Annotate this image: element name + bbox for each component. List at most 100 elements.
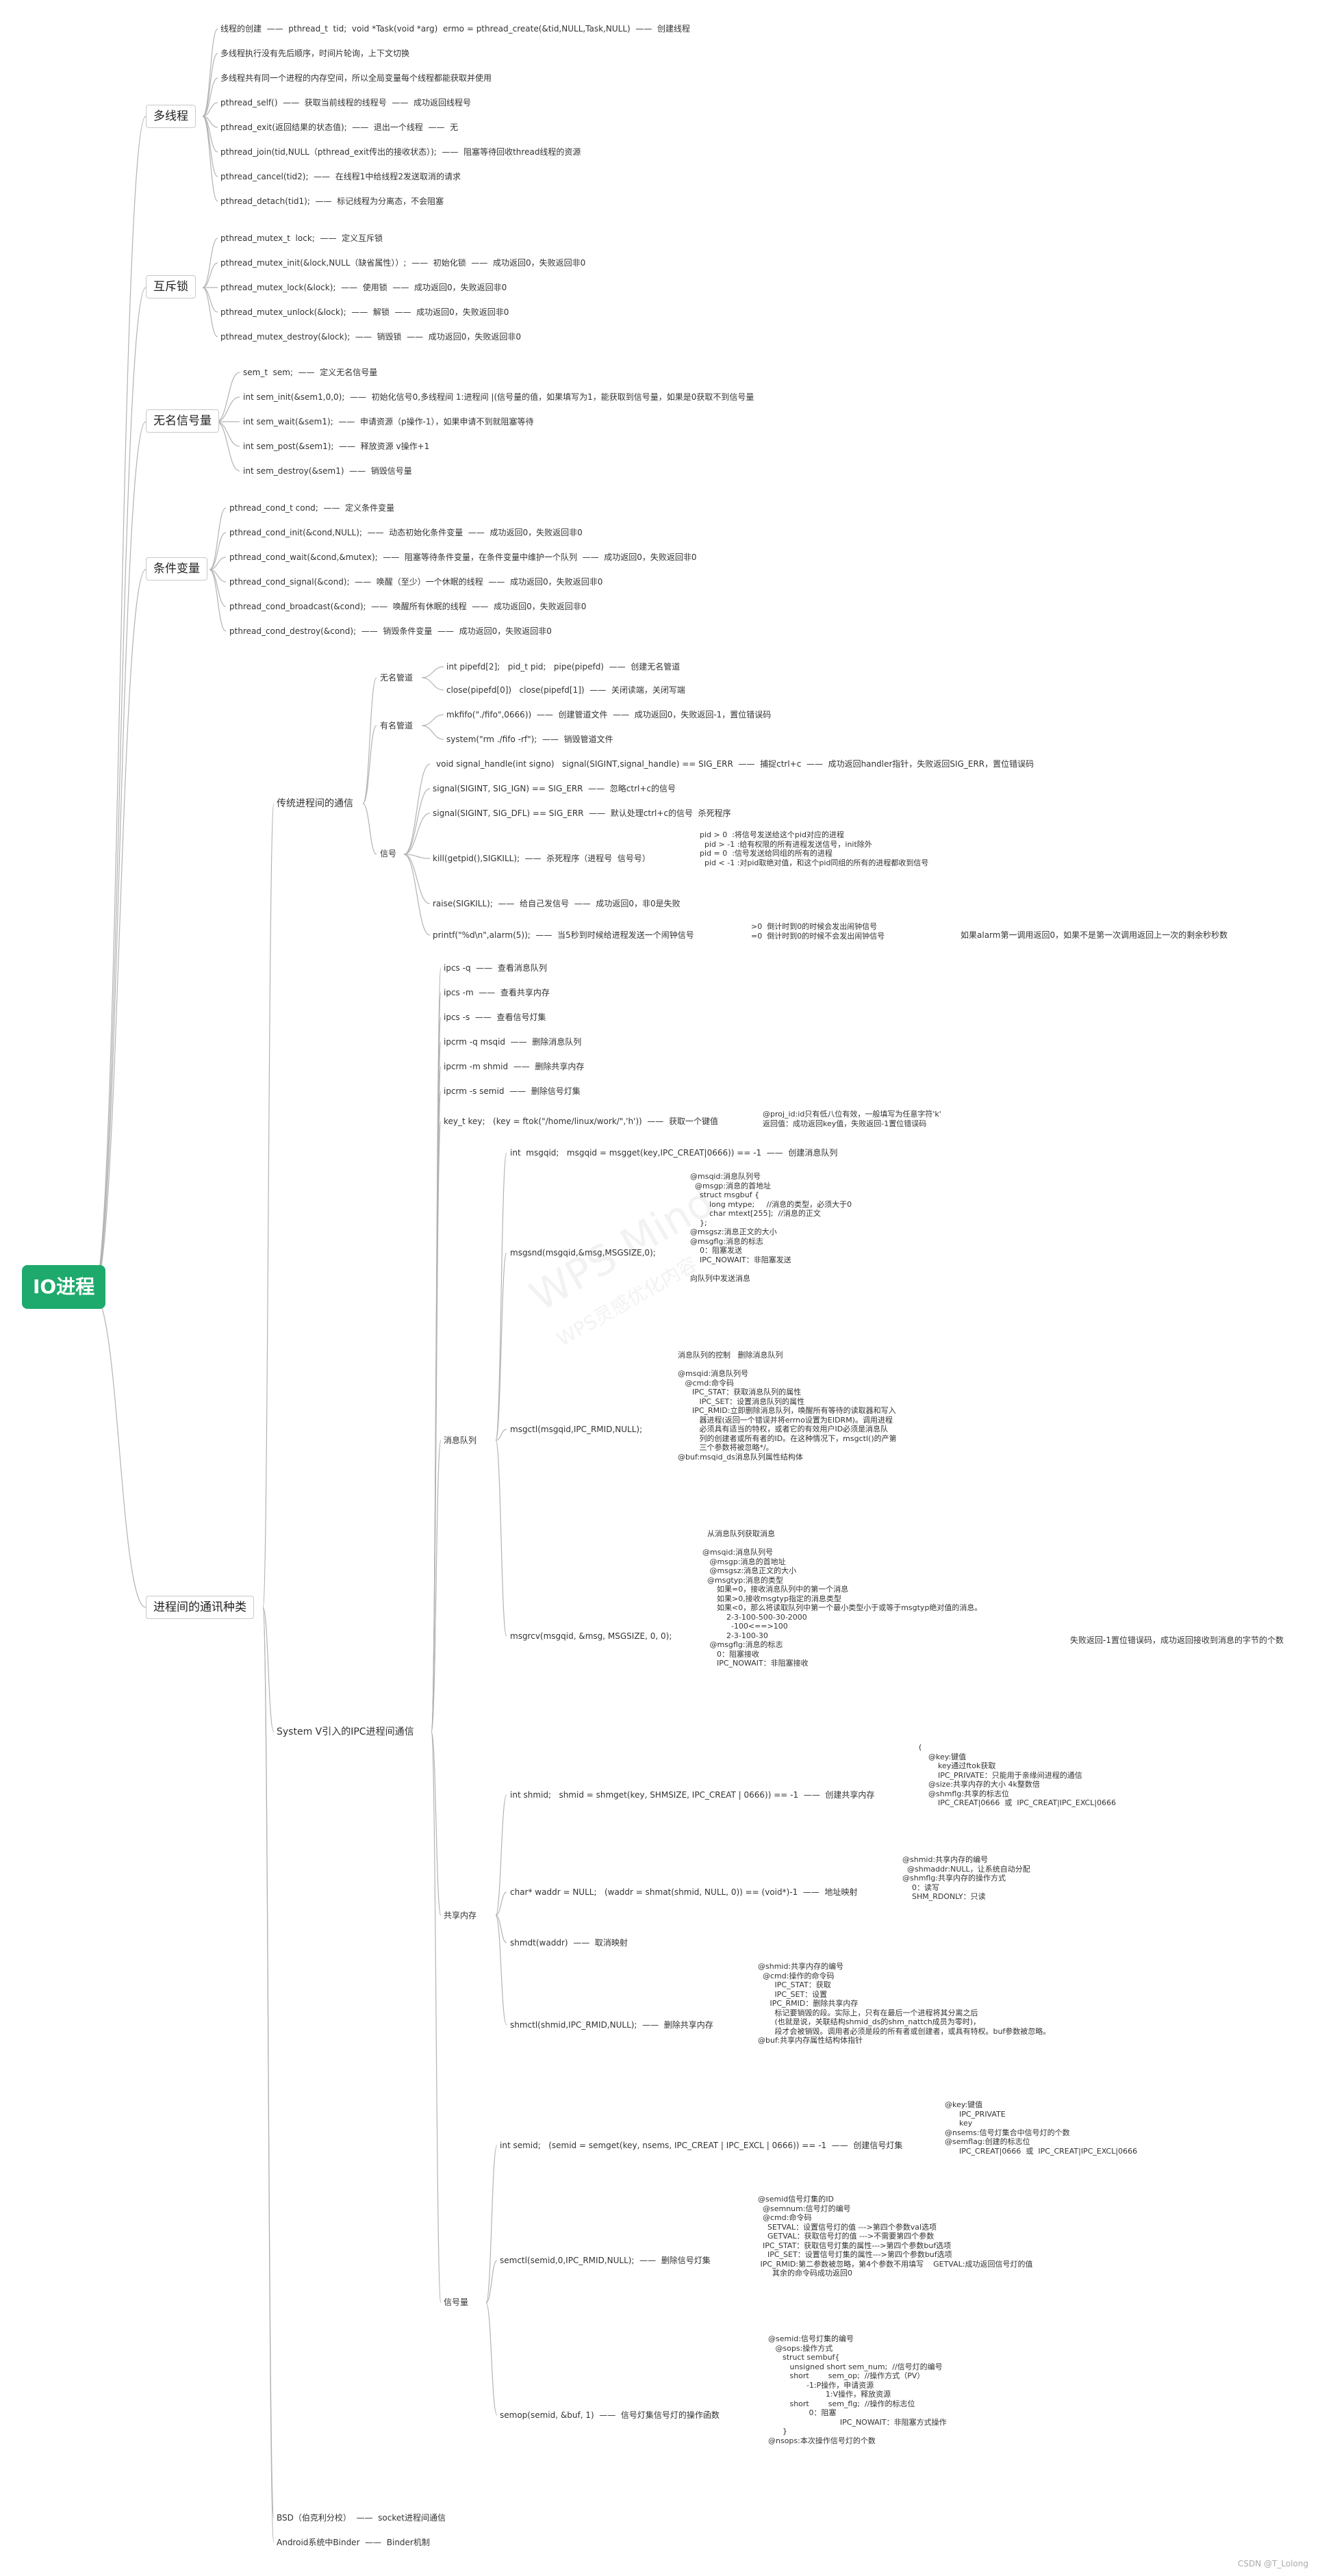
shm-at[interactable]: char* waddr = NULL; (waddr = shmat(shmid… bbox=[510, 1887, 858, 1897]
branch-threads[interactable]: 多线程 bbox=[146, 105, 196, 128]
connector bbox=[495, 1794, 507, 1916]
msgq-rcv[interactable]: msgrcv(msgqid, &msg, MSGSIZE, 0, 0); bbox=[510, 1631, 672, 1641]
cond-item[interactable]: pthread_cond_wait(&cond,&mutex); —— 阻塞等待… bbox=[229, 552, 697, 562]
named-pipe-item[interactable]: mkfifo("./fifo",0666)) —— 创建管道文件 —— 成功返回… bbox=[446, 710, 772, 719]
connector bbox=[362, 725, 377, 804]
ipc-bsd[interactable]: BSD（伯克利分校） —— socket进程间通信 bbox=[277, 2513, 446, 2523]
connector bbox=[485, 2145, 498, 2304]
mutex-item[interactable]: pthread_mutex_init(&lock,NULL（缺省属性））; ——… bbox=[220, 258, 586, 268]
connector bbox=[202, 238, 218, 288]
semaphore-item[interactable]: int sem_wait(&sem1); —— 申请资源（p操作-1），如果申请… bbox=[243, 417, 534, 426]
cond-item[interactable]: pthread_cond_broadcast(&cond); —— 唤醒所有休眠… bbox=[229, 602, 587, 611]
branch-semaphore[interactable]: 无名信号量 bbox=[146, 409, 219, 433]
msgq-get[interactable]: int msgqid; msgqid = msgget(key,IPC_CREA… bbox=[510, 1148, 838, 1158]
shm-group[interactable]: 共享内存 bbox=[444, 1911, 477, 1920]
semaphore-item[interactable]: int sem_post(&sem1); —— 释放资源 v操作+1 bbox=[243, 442, 430, 451]
sem-ctl[interactable]: semctl(semid,0,IPC_RMID,NULL); —— 删除信号灯集 bbox=[500, 2256, 711, 2265]
msgq-ctl[interactable]: msgctl(msgqid,IPC_RMID,NULL); bbox=[510, 1425, 643, 1434]
connector bbox=[362, 677, 377, 804]
signal-alarm-tail: 如果alarm第一调用返回0，如果不是第一次调用返回上一次的剩余秒秒数 bbox=[961, 930, 1228, 940]
shm-dt[interactable]: shmdt(waddr) —— 取消映射 bbox=[510, 1938, 628, 1948]
connector bbox=[495, 1252, 507, 1441]
root-node[interactable]: IO进程 bbox=[22, 1265, 106, 1309]
connector bbox=[431, 1731, 442, 1916]
thread-item[interactable]: 线程的创建 —— pthread_t tid; void *Task(void … bbox=[220, 24, 690, 34]
mutex-item[interactable]: pthread_mutex_destroy(&lock); —— 销毁锁 —— … bbox=[220, 332, 522, 342]
connector bbox=[403, 763, 431, 855]
connector bbox=[421, 677, 444, 691]
ftok[interactable]: key_t key; (key = ftok("/home/linux/work… bbox=[444, 1117, 718, 1126]
connector bbox=[92, 421, 147, 1295]
branch-mutex[interactable]: 互斥锁 bbox=[146, 275, 196, 298]
shm-ctl[interactable]: shmctl(shmid,IPC_RMID,NULL); —— 删除共享内存 bbox=[510, 2020, 713, 2030]
ipc-android[interactable]: Android系统中Binder —— Binder机制 bbox=[277, 2538, 430, 2547]
connector bbox=[209, 557, 227, 570]
signal-alarm-notes: >0 倒计时到0的时候会发出闹钟信号 =0 倒计时到0的时候不会发出闹钟信号 bbox=[751, 922, 885, 941]
thread-item[interactable]: pthread_join(tid,NULL（pthread_exit传出的接收状… bbox=[220, 147, 581, 157]
connector bbox=[202, 116, 218, 177]
signal-kill[interactable]: kill(getpid(),SIGKILL); —— 杀死程序（进程号 信号号） bbox=[433, 854, 650, 863]
signal-handler[interactable]: void signal_handle(int signo) signal(SIG… bbox=[436, 759, 1034, 769]
connector bbox=[403, 788, 431, 855]
cond-item[interactable]: pthread_cond_signal(&cond); —— 唤醒（至少）一个休… bbox=[229, 577, 603, 587]
sem-ctl-notes: @semid信号灯集的ID @semnum:信号灯的编号 @cmd:命令码 SE… bbox=[758, 2195, 1033, 2278]
shm-get[interactable]: int shmid; shmid = shmget(key, SHMSIZE, … bbox=[510, 1790, 875, 1800]
mutex-item[interactable]: pthread_mutex_lock(&lock); —— 使用锁 —— 成功返… bbox=[220, 283, 507, 292]
msgq-ctl-notes: 消息队列的控制 删除消息队列 @msqid:消息队列号 @cmd:命令码 IPC… bbox=[678, 1351, 897, 1462]
connector bbox=[92, 569, 147, 1295]
sem-group[interactable]: 信号量 bbox=[444, 2297, 469, 2307]
anon-pipe-item[interactable]: int pipefd[2]; pid_t pid; pipe(pipefd) —… bbox=[446, 662, 681, 672]
sem-get-notes: @key:键值 IPC_PRIVATE key @nsems:信号灯集合中信号灯… bbox=[945, 2100, 1138, 2156]
ipc-cmd[interactable]: ipcs -m —— 查看共享内存 bbox=[444, 988, 550, 997]
semaphore-item[interactable]: int sem_destroy(&sem1) —— 销毁信号量 bbox=[243, 466, 412, 476]
mutex-item[interactable]: pthread_mutex_t lock; —— 定义互斥锁 bbox=[220, 233, 383, 243]
msgq-snd[interactable]: msgsnd(msgqid,&msg,MSGSIZE,0); bbox=[510, 1248, 656, 1258]
thread-item[interactable]: pthread_self() —— 获取当前线程的线程号 —— 成功返回线程号 bbox=[220, 98, 472, 107]
branch-cond[interactable]: 条件变量 bbox=[146, 557, 207, 581]
thread-item[interactable]: pthread_detach(tid1); —— 标记线程为分离态，不会阻塞 bbox=[220, 196, 444, 206]
semaphore-item[interactable]: int sem_init(&sem1,0,0); —— 初始化信号0,多线程间 … bbox=[243, 392, 754, 402]
signal-ign[interactable]: signal(SIGINT, SIG_IGN) == SIG_ERR —— 忽略… bbox=[433, 784, 676, 793]
connector bbox=[431, 1121, 442, 1733]
signal-alarm[interactable]: printf("%d\n",alarm(5)); —— 当5秒到时候给进程发送一… bbox=[433, 930, 694, 940]
signal-raise[interactable]: raise(SIGKILL); —— 给自己发信号 —— 成功返回0，非0是失败 bbox=[433, 899, 681, 908]
msgq-rcv-notes: 从消息队列获取消息 @msqid:消息队列号 @msgp:消息的首地址 @msg… bbox=[702, 1529, 982, 1668]
ipc-sysv[interactable]: System V引入的IPC进程间通信 bbox=[277, 1726, 414, 1737]
ipc-cmd[interactable]: ipcrm -q msqid —— 删除消息队列 bbox=[444, 1037, 582, 1047]
footer-credit: CSDN @T_Lolong bbox=[1238, 2559, 1309, 2568]
sem-get[interactable]: int semid; (semid = semget(key, nsems, I… bbox=[500, 2141, 903, 2150]
cond-item[interactable]: pthread_cond_init(&cond,NULL); —— 动态初始化条… bbox=[229, 528, 583, 537]
ipc-cmd[interactable]: ipcrm -s semid —— 删除信号灯集 bbox=[444, 1086, 581, 1096]
ipc-cmd[interactable]: ipcs -q —— 查看消息队列 bbox=[444, 963, 547, 973]
ipc-traditional[interactable]: 传统进程间的通信 bbox=[277, 798, 353, 809]
connector bbox=[485, 2302, 498, 2416]
anon-pipe[interactable]: 无名管道 bbox=[380, 673, 414, 683]
connector bbox=[202, 287, 218, 313]
named-pipe[interactable]: 有名管道 bbox=[380, 721, 414, 730]
msgq-rcv-tail: 失败返回-1置位错误码，成功返回接收到消息的字节的个数 bbox=[1070, 1635, 1284, 1645]
shm-at-notes: @shmid:共享内存的编号 @shmaddr:NULL，让系统自动分配 @sh… bbox=[902, 1855, 1030, 1901]
named-pipe-item[interactable]: system("rm ./fifo -rf"); —— 销毁管道文件 bbox=[446, 735, 613, 744]
connector bbox=[92, 287, 147, 1295]
msgq-group[interactable]: 消息队列 bbox=[444, 1436, 477, 1445]
ipc-cmd[interactable]: ipcs -s —— 查看信号灯集 bbox=[444, 1012, 546, 1022]
ipc-cmd[interactable]: ipcrm -m shmid —— 删除共享内存 bbox=[444, 1062, 585, 1071]
semaphore-item[interactable]: sem_t sem; —— 定义无名信号量 bbox=[243, 368, 378, 377]
thread-item[interactable]: pthread_exit(返回结果的状态值); —— 退出一个线程 —— 无 bbox=[220, 123, 459, 132]
thread-item[interactable]: pthread_cancel(tid2); —— 在线程1中给线程2发送取消的请… bbox=[220, 172, 461, 181]
cond-item[interactable]: pthread_cond_destroy(&cond); —— 销毁条件变量 —… bbox=[229, 626, 552, 636]
signal-dfl[interactable]: signal(SIGINT, SIG_DFL) == SIG_ERR —— 默认… bbox=[433, 808, 731, 818]
ftok-notes: @proj_id:id只有低八位有效，一般填写为任意字符'k' 返回值：成功返回… bbox=[763, 1110, 941, 1128]
connector bbox=[202, 28, 218, 117]
mutex-item[interactable]: pthread_mutex_unlock(&lock); —— 解锁 —— 成功… bbox=[220, 307, 509, 317]
cond-item[interactable]: pthread_cond_t cond; —— 定义条件变量 bbox=[229, 503, 395, 513]
signal-group[interactable]: 信号 bbox=[380, 849, 397, 858]
connector bbox=[216, 421, 240, 472]
connector bbox=[495, 1440, 507, 1637]
thread-item[interactable]: 多线程共有同一个进程的内存空间，所以全局变量每个线程都能获取并使用 bbox=[220, 73, 492, 83]
anon-pipe-item[interactable]: close(pipefd[0]) close(pipefd[1]) —— 关闭读… bbox=[446, 685, 685, 695]
branch-ipc[interactable]: 进程间的通讯种类 bbox=[146, 1596, 254, 1619]
sem-op[interactable]: semop(semid, &buf, 1) —— 信号灯集信号灯的操作函数 bbox=[500, 2410, 720, 2420]
thread-item[interactable]: 多线程执行没有先后顺序，时间片轮询，上下文切换 bbox=[220, 49, 410, 58]
